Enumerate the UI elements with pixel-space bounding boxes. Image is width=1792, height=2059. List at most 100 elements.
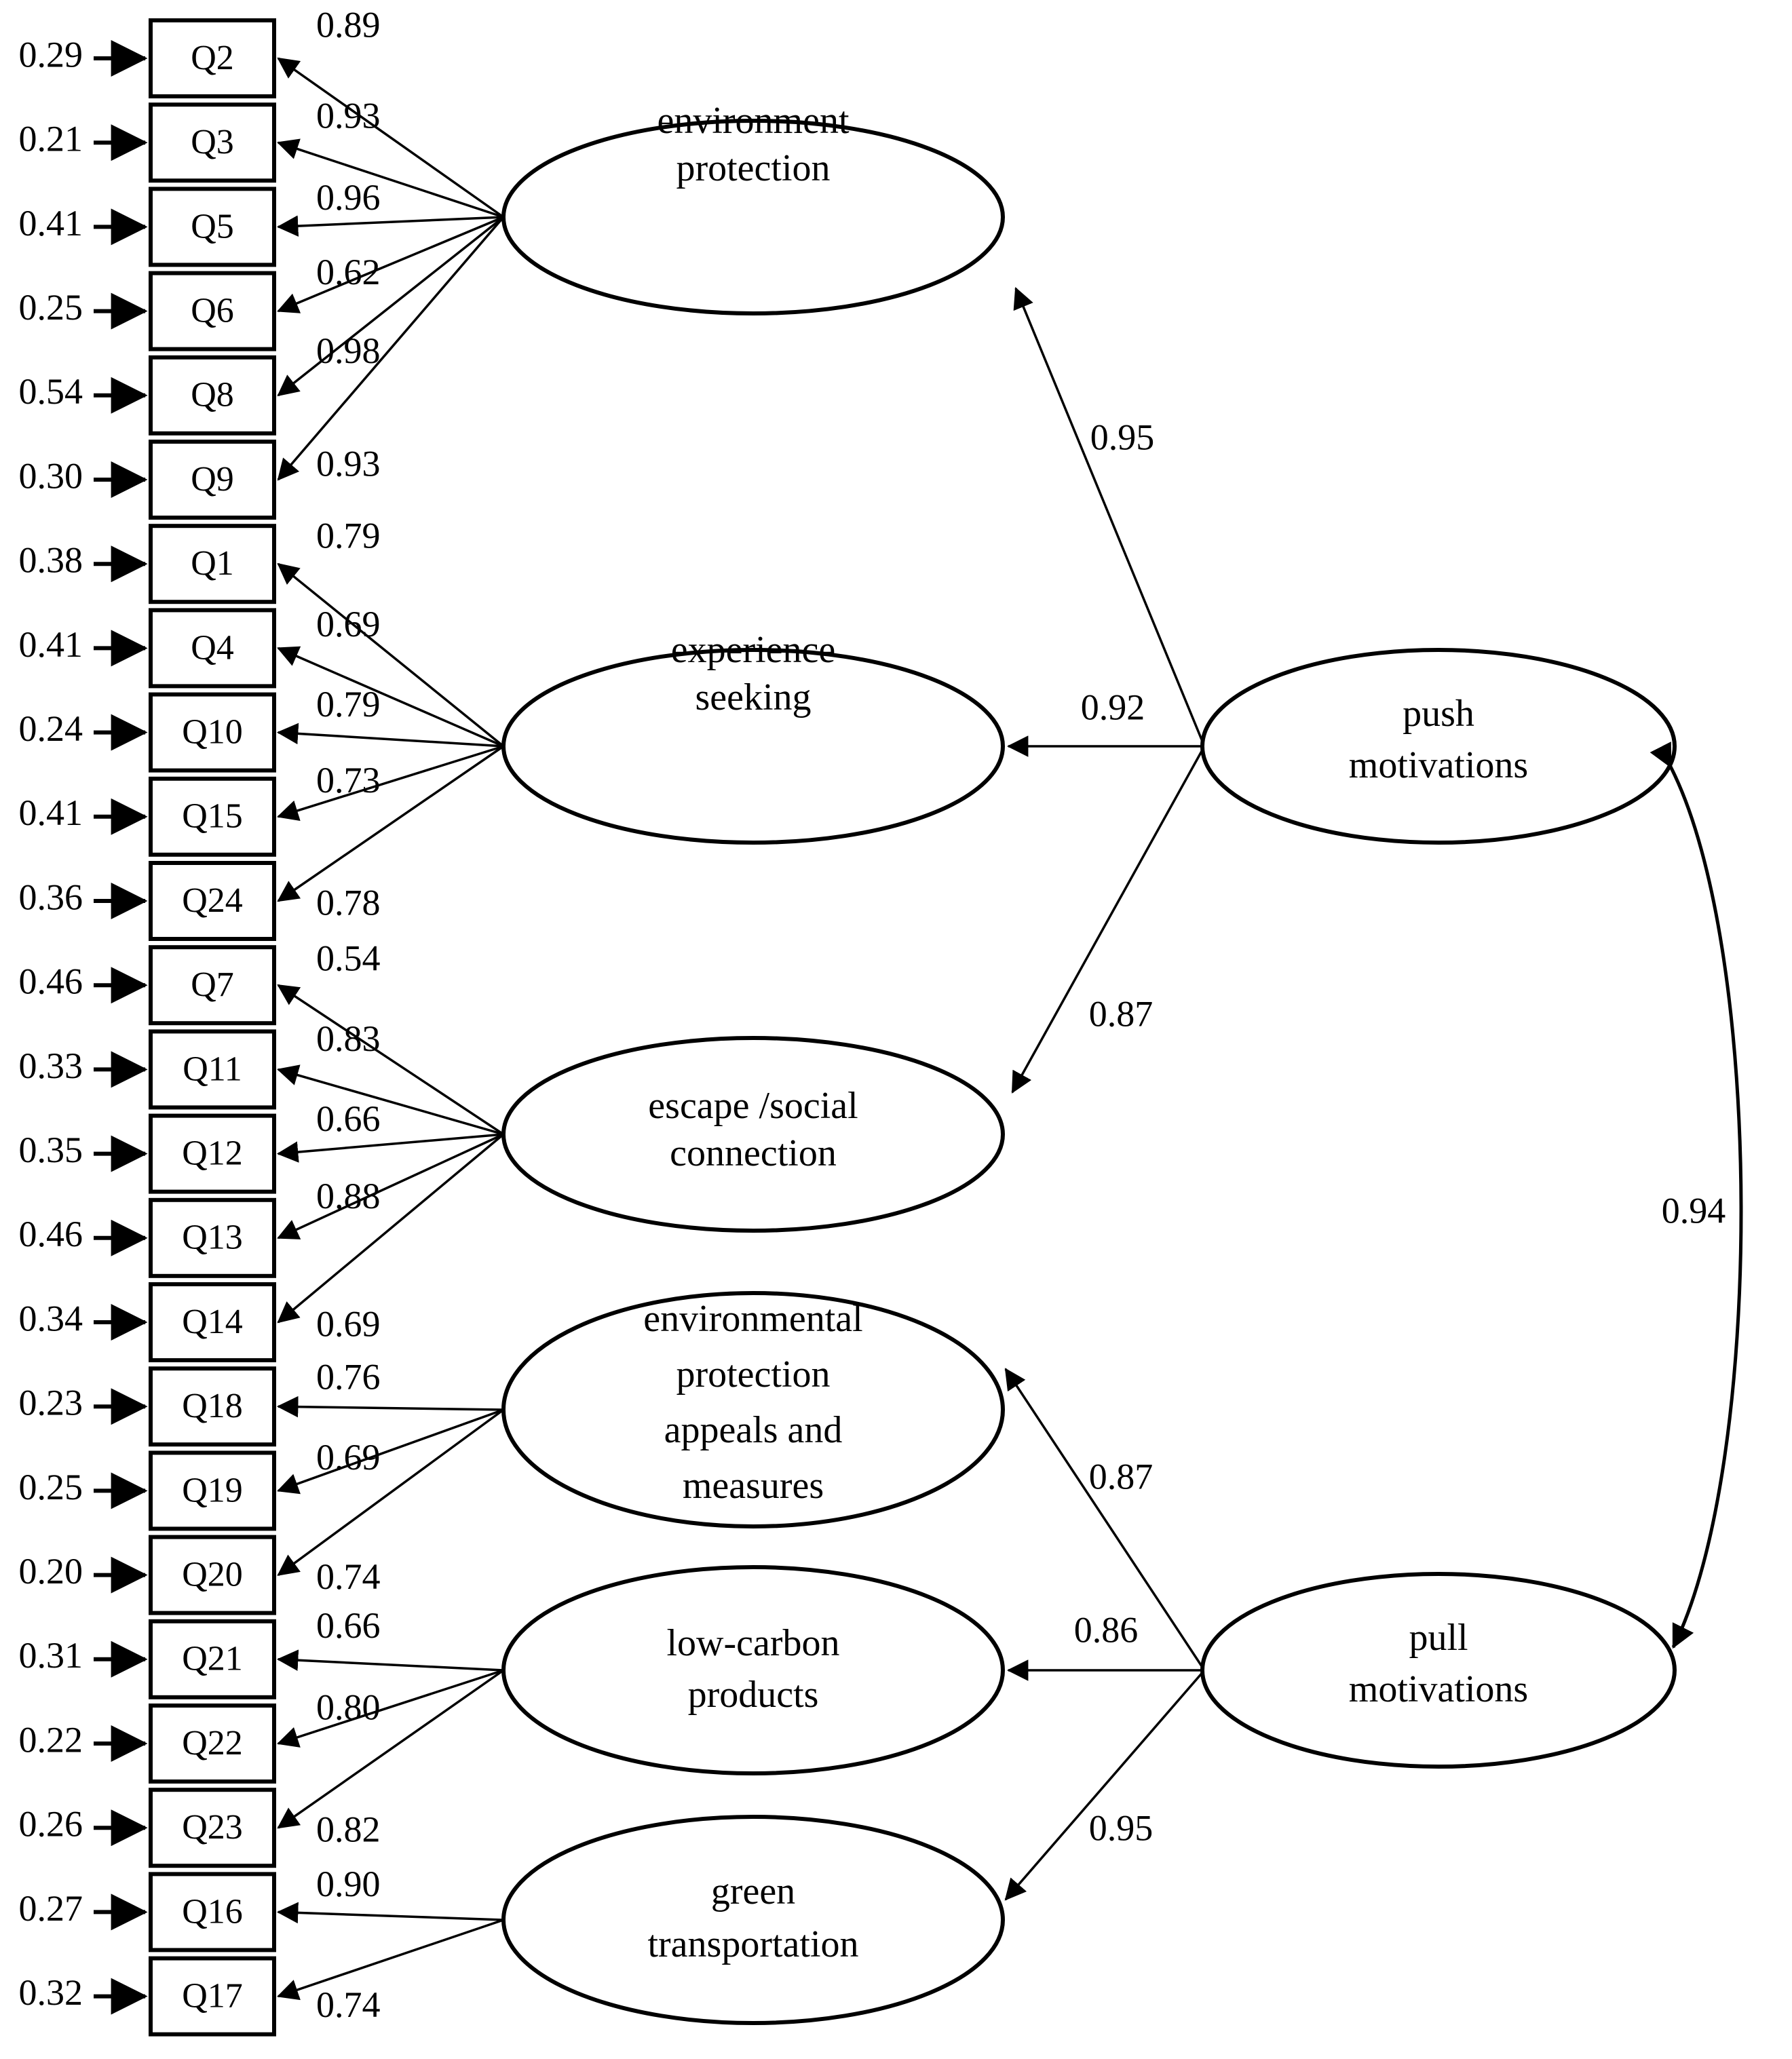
loading-arrow	[277, 57, 505, 218]
indicator-box[interactable]: Q7	[149, 945, 276, 1026]
loading-value: 0.82	[316, 1809, 381, 1850]
box-rect	[149, 102, 276, 183]
covariance-label-push-pull: 0.94	[1662, 1190, 1726, 1231]
loading-arrow	[276, 745, 504, 822]
factor-escape-social-connection[interactable]: escape /social connection	[501, 1036, 1005, 1233]
ellipse-shape	[501, 1291, 1005, 1528]
indicator-box[interactable]: Q22	[149, 1704, 276, 1784]
residual-value: 0.25	[19, 1467, 83, 1507]
ellipse-shape	[501, 1565, 1005, 1775]
factor-environmental-protection-appeals-measures[interactable]: environmental protection appeals and mea…	[501, 1291, 1005, 1528]
factor-environment-protection[interactable]: environment protection	[501, 100, 1005, 315]
residual-value: 0.36	[19, 877, 83, 917]
factor-green-transportation[interactable]: green transportation	[501, 1815, 1005, 2025]
loading-arrow	[277, 984, 504, 1136]
residual-value: 0.32	[19, 1972, 83, 2013]
loading-value: 0.62	[316, 252, 381, 292]
loading-value: 0.96	[316, 177, 381, 218]
indicator-box[interactable]: Q17	[149, 1956, 276, 2037]
indicator-box[interactable]: Q6	[149, 271, 276, 351]
box-rect	[149, 1956, 276, 2037]
loading-value: 0.79	[316, 516, 381, 556]
loading-arrow	[276, 723, 504, 748]
indicator-box[interactable]: Q13	[149, 1197, 276, 1278]
indicator-boxes-group: Q2Q3Q5Q6Q8Q9Q1Q4Q10Q15Q24Q7Q11Q12Q13Q14Q…	[149, 4, 381, 2037]
factor-pull-motivations[interactable]: pull motivations	[1200, 1572, 1677, 1769]
indicator-box[interactable]: Q12	[149, 1113, 276, 1194]
indicator-label: Q18	[182, 1387, 243, 1425]
factor-push-motivations[interactable]: push motivations	[1200, 648, 1677, 845]
indicator-label: Q14	[182, 1303, 243, 1341]
indicator-box[interactable]: Q21	[149, 1619, 276, 1699]
factor-label-line1: green	[711, 1870, 795, 1912]
loading-arrow	[277, 216, 504, 313]
indicator-label: Q12	[182, 1134, 243, 1173]
indicator-label: Q9	[191, 460, 234, 499]
loading-arrow	[276, 1902, 504, 1924]
box-rect	[149, 355, 276, 436]
indicator-box[interactable]: Q24	[149, 861, 276, 941]
factor-label-line1: pull	[1409, 1617, 1468, 1659]
box-rect	[149, 692, 276, 773]
indicator-box[interactable]: Q14	[149, 1282, 276, 1362]
indicator-label: Q16	[182, 1892, 243, 1931]
residual-value: 0.31	[19, 1635, 83, 1676]
factor-experience-seeking[interactable]: experience seeking	[501, 629, 1005, 845]
loading-value: 0.80	[316, 1687, 381, 1727]
residual-value: 0.21	[19, 119, 83, 159]
indicator-label: Q24	[182, 881, 243, 920]
indicator-box[interactable]: Q18	[149, 1366, 276, 1447]
indicator-box[interactable]: Q3	[149, 102, 276, 183]
indicator-label: Q6	[191, 292, 234, 330]
loading-arrow	[276, 215, 504, 237]
structural-label-pull-lcp: 0.86	[1074, 1609, 1139, 1650]
loading-value: 0.79	[316, 684, 381, 725]
factor-low-carbon-products[interactable]: low-carbon products	[501, 1565, 1005, 1775]
indicator-box[interactable]: Q9	[149, 440, 276, 520]
box-rect	[149, 608, 276, 689]
loading-value: 0.74	[316, 1984, 381, 2025]
indicator-box[interactable]: Q5	[149, 187, 276, 267]
residual-value: 0.41	[19, 792, 83, 833]
indicator-box[interactable]: Q19	[149, 1450, 276, 1531]
indicator-label: Q15	[182, 797, 243, 836]
box-rect	[149, 1872, 276, 1952]
indicator-box[interactable]: Q16	[149, 1872, 276, 1952]
factor-label-line2: motivations	[1349, 744, 1528, 786]
indicator-box[interactable]: Q15	[149, 776, 276, 857]
factor-label-line2: protection	[676, 147, 830, 189]
indicator-box[interactable]: Q8	[149, 355, 276, 436]
indicator-box[interactable]: Q2	[149, 18, 276, 98]
ellipse-shape	[501, 1036, 1005, 1233]
indicator-box[interactable]: Q10	[149, 692, 276, 773]
indicator-label: Q23	[182, 1808, 243, 1847]
indicator-box[interactable]: Q1	[149, 524, 276, 604]
loading-value: 0.73	[316, 760, 381, 801]
loading-arrow	[277, 216, 505, 397]
box-rect	[149, 524, 276, 604]
loading-value: 0.98	[316, 330, 381, 371]
structural-label-push-es: 0.92	[1081, 687, 1145, 727]
residual-value: 0.33	[19, 1045, 83, 1086]
indicator-label: Q2	[191, 39, 234, 77]
loading-value: 0.89	[316, 4, 381, 45]
indicator-label: Q5	[191, 207, 234, 246]
box-rect	[149, 861, 276, 941]
covariance-curve-push-pull	[1650, 742, 1743, 1649]
indicator-label: Q20	[182, 1556, 243, 1594]
indicator-label: Q1	[191, 544, 234, 583]
indicator-box[interactable]: Q11	[149, 1029, 276, 1110]
loading-value: 0.66	[316, 1098, 381, 1139]
indicator-label: Q17	[182, 1977, 243, 2016]
box-rect	[149, 1029, 276, 1110]
ellipse-shape	[501, 648, 1005, 845]
structural-label-pull-gt: 0.95	[1089, 1807, 1154, 1848]
factor-label-line1: push	[1403, 693, 1474, 735]
indicator-box[interactable]: Q20	[149, 1535, 276, 1615]
loading-arrow	[276, 1064, 504, 1136]
indicator-box[interactable]: Q23	[149, 1788, 276, 1868]
indicator-box[interactable]: Q4	[149, 608, 276, 689]
indicator-label: Q19	[182, 1471, 243, 1509]
